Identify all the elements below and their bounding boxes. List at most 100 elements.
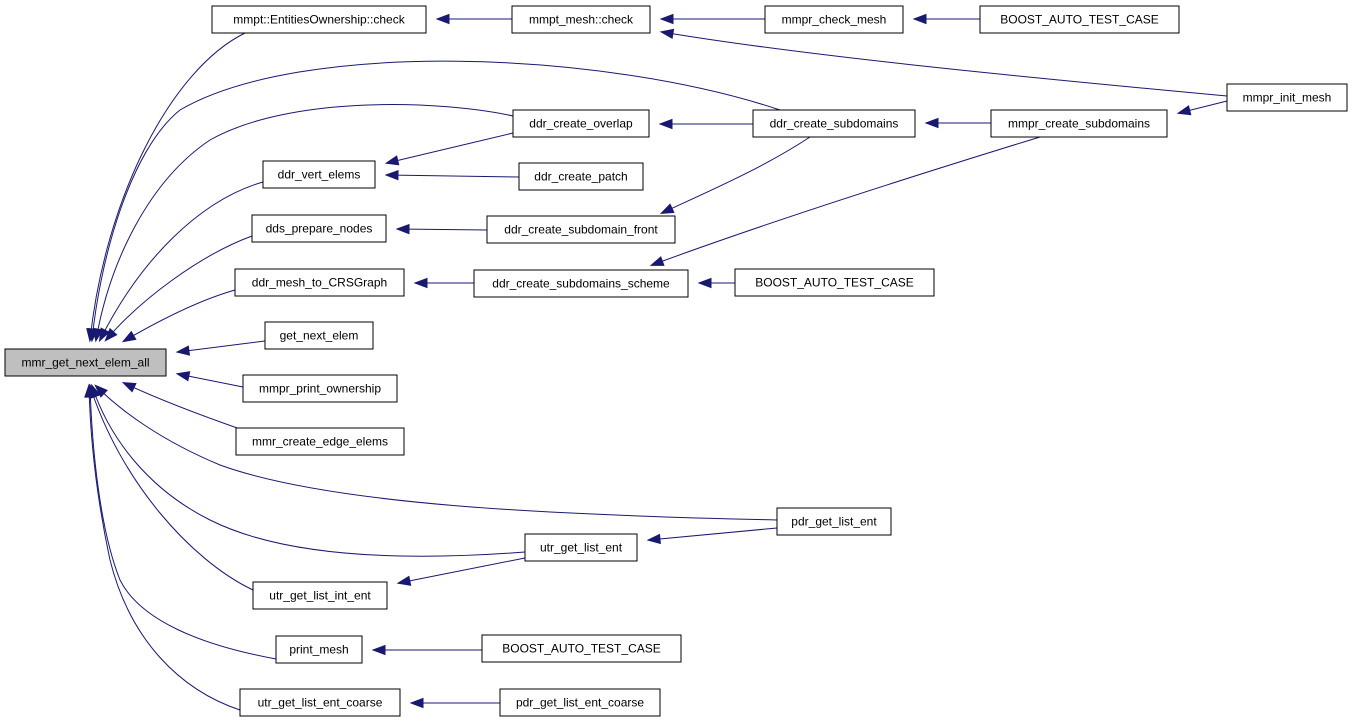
node-label: utr_get_list_ent xyxy=(540,541,623,555)
edge-arrowhead xyxy=(175,371,191,382)
edge-n9-n0 xyxy=(98,181,264,343)
node-box[interactable] xyxy=(4,348,167,377)
edge-n10-n9 xyxy=(384,169,520,181)
node-box[interactable] xyxy=(1226,83,1348,112)
node-box[interactable] xyxy=(734,268,935,297)
node-box[interactable] xyxy=(764,5,904,34)
edge-n19-n0 xyxy=(94,384,778,521)
node-box[interactable] xyxy=(264,321,374,350)
edge-arrowhead xyxy=(98,327,110,343)
edge-arrowhead xyxy=(659,13,674,25)
edge-line xyxy=(95,104,514,341)
node-boost-auto-test-case-n4[interactable]: BOOST_AUTO_TEST_CASE xyxy=(979,5,1180,34)
graph-nodes: mmr_get_next_elem_all mmpt::EntitiesOwner… xyxy=(4,5,1348,717)
node-box[interactable] xyxy=(752,109,916,138)
node-box[interactable] xyxy=(211,5,427,34)
edge-arrowhead xyxy=(659,203,675,215)
edge-n22-n0 xyxy=(85,383,277,660)
node-boost-auto-test-case-n15[interactable]: BOOST_AUTO_TEST_CASE xyxy=(734,268,935,297)
node-box[interactable] xyxy=(235,427,405,456)
node-mmpt-mesh-check-n2[interactable]: mmpt_mesh::check xyxy=(511,5,651,34)
node-mmpt-entitiesownership-check-n1[interactable]: mmpt::EntitiesOwnership::check xyxy=(211,5,427,34)
node-get-next-elem-n16[interactable]: get_next_elem xyxy=(264,321,374,350)
node-ddr-mesh-to-crsgraph-n13[interactable]: ddr_mesh_to_CRSGraph xyxy=(234,268,405,297)
node-box[interactable] xyxy=(512,109,650,138)
node-boost-auto-test-case-n23[interactable]: BOOST_AUTO_TEST_CASE xyxy=(481,634,682,663)
edge-line xyxy=(91,60,781,341)
node-ddr-create-patch-n10[interactable]: ddr_create_patch xyxy=(518,162,644,191)
node-mmr-get-next-elem-all-n0[interactable]: mmr_get_next_elem_all xyxy=(4,348,167,377)
edge-arrowhead xyxy=(659,28,675,40)
node-pdr-get-list-ent-coarse-n25[interactable]: pdr_get_list_ent_coarse xyxy=(499,688,661,717)
edge-arrowhead xyxy=(649,256,665,266)
node-box[interactable] xyxy=(776,507,892,536)
edge-arrowhead xyxy=(371,644,386,656)
edge-line xyxy=(386,132,514,164)
node-ddr-create-subdomain-front-n12[interactable]: ddr_create_subdomain_front xyxy=(486,215,676,244)
edge-arrowhead xyxy=(409,697,424,709)
node-box[interactable] xyxy=(252,581,388,610)
node-mmpr-check-mesh-n3[interactable]: mmpr_check_mesh xyxy=(764,5,904,34)
node-box[interactable] xyxy=(242,374,398,403)
node-box[interactable] xyxy=(990,109,1168,138)
edge-line xyxy=(123,382,244,431)
edge-arrowhead xyxy=(658,118,673,130)
node-label: mmpt_mesh::check xyxy=(529,13,634,27)
edge-n3-n2 xyxy=(659,13,765,25)
edge-arrowhead xyxy=(435,13,450,25)
edge-arrowhead xyxy=(175,345,191,356)
node-box[interactable] xyxy=(251,214,387,243)
node-mmr-create-edge-elems-n18[interactable]: mmr_create_edge_elems xyxy=(235,427,405,456)
edge-line xyxy=(89,32,246,341)
node-box[interactable] xyxy=(275,635,363,664)
node-pdr-get-list-ent-n19[interactable]: pdr_get_list_ent xyxy=(776,507,892,536)
node-box[interactable] xyxy=(473,269,689,298)
node-label: get_next_elem xyxy=(280,329,359,343)
node-box[interactable] xyxy=(518,162,644,191)
edge-n25-n24 xyxy=(409,697,500,709)
node-ddr-create-subdomains-scheme-n14[interactable]: ddr_create_subdomains_scheme xyxy=(473,269,689,298)
node-box[interactable] xyxy=(262,160,376,189)
node-ddr-create-subdomains-n6[interactable]: ddr_create_subdomains xyxy=(752,109,916,138)
node-label: ddr_create_subdomain_front xyxy=(504,223,658,237)
node-mmpr-init-mesh-n5[interactable]: mmpr_init_mesh xyxy=(1226,83,1348,112)
edge-line xyxy=(105,235,253,341)
node-box[interactable] xyxy=(524,533,638,562)
node-utr-get-list-ent-coarse-n24[interactable]: utr_get_list_ent_coarse xyxy=(239,688,401,717)
node-label: pdr_get_list_ent_coarse xyxy=(516,696,644,710)
node-box[interactable] xyxy=(511,5,651,34)
edge-line xyxy=(398,557,526,584)
node-box[interactable] xyxy=(979,5,1180,34)
node-ddr-vert-elems-n9[interactable]: ddr_vert_elems xyxy=(262,160,376,189)
edge-arrowhead xyxy=(697,277,712,289)
edge-n18-n0 xyxy=(121,381,244,431)
node-utr-get-list-ent-n20[interactable]: utr_get_list_ent xyxy=(524,533,638,562)
edge-n21-n0 xyxy=(88,383,254,591)
edge-line xyxy=(99,181,264,341)
node-print-mesh-n22[interactable]: print_mesh xyxy=(275,635,363,664)
edge-line xyxy=(89,385,277,660)
node-dds-prepare-nodes-n11[interactable]: dds_prepare_nodes xyxy=(251,214,387,243)
node-utr-get-list-int-ent-n21[interactable]: utr_get_list_int_ent xyxy=(252,581,388,610)
edge-n16-n0 xyxy=(175,340,266,356)
edge-n15-n14 xyxy=(697,277,735,289)
edge-arrowhead xyxy=(104,327,118,342)
node-mmpr-create-subdomains-n7[interactable]: mmpr_create_subdomains xyxy=(990,109,1168,138)
node-box[interactable] xyxy=(239,688,401,717)
node-box[interactable] xyxy=(234,268,405,297)
edge-n6-n12 xyxy=(659,136,811,215)
edge-line xyxy=(88,385,241,711)
edge-arrowhead xyxy=(413,277,428,289)
node-mmpr-print-ownership-n17[interactable]: mmpr_print_ownership xyxy=(242,374,398,403)
edge-arrowhead xyxy=(94,384,108,398)
edge-line xyxy=(89,385,254,591)
edge-n20-n0 xyxy=(91,383,526,557)
node-label: pdr_get_list_ent xyxy=(791,515,877,529)
node-box[interactable] xyxy=(486,215,676,244)
node-box[interactable] xyxy=(481,634,682,663)
edge-arrowhead xyxy=(646,533,661,545)
node-ddr-create-overlap-n8[interactable]: ddr_create_overlap xyxy=(512,109,650,138)
node-box[interactable] xyxy=(499,688,661,717)
edge-line xyxy=(123,289,236,342)
